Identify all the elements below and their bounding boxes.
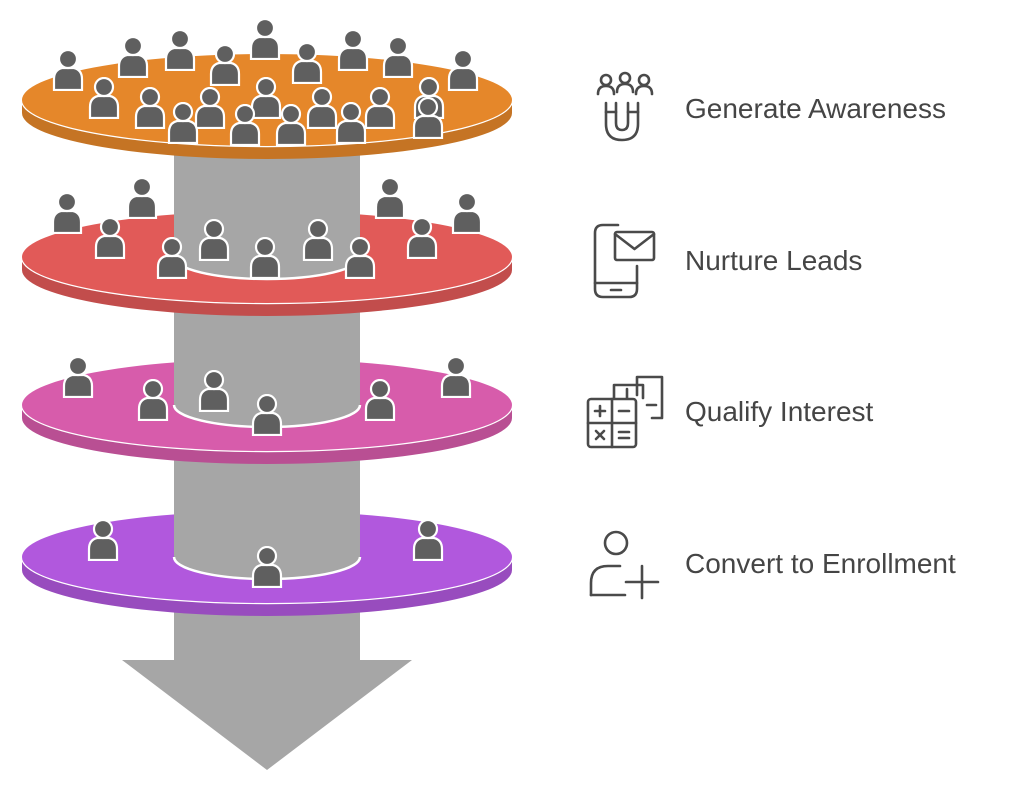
person-icon bbox=[249, 18, 281, 60]
layer-edge bbox=[22, 100, 512, 159]
funnel-layer-convert bbox=[20, 487, 514, 616]
person-icon bbox=[62, 356, 94, 398]
phone-email-icon bbox=[593, 223, 656, 299]
stage-label-awareness: Generate Awareness bbox=[685, 93, 946, 124]
people-magnet-icon bbox=[596, 71, 654, 142]
person-icon bbox=[126, 177, 158, 219]
person-icon bbox=[447, 49, 479, 91]
person-icon bbox=[382, 36, 414, 78]
funnel-arrow bbox=[122, 600, 412, 770]
stage-item-convert: Convert to Enrollment bbox=[589, 530, 956, 600]
stage-item-awareness: Generate Awareness bbox=[596, 71, 946, 142]
stage-item-qualify: Qualify Interest bbox=[586, 375, 874, 449]
funnel-layer-nurture bbox=[20, 177, 514, 316]
stage-item-nurture: Nurture Leads bbox=[593, 223, 862, 299]
person-icon bbox=[291, 42, 323, 84]
stage-label-qualify: Qualify Interest bbox=[685, 396, 874, 427]
person-icon bbox=[440, 356, 472, 398]
layer-edge bbox=[22, 257, 512, 316]
stage-list: Generate Awareness Nurture Leads bbox=[586, 71, 956, 600]
person-icon bbox=[337, 29, 369, 71]
calculator-document-icon bbox=[586, 375, 664, 449]
person-icon bbox=[51, 192, 83, 234]
layer-edge bbox=[22, 557, 512, 616]
person-icon bbox=[451, 192, 483, 234]
person-icon bbox=[209, 44, 241, 86]
pillar-segment bbox=[174, 487, 360, 579]
funnel-layer-awareness bbox=[20, 18, 514, 159]
funnel-layer-qualify bbox=[20, 335, 514, 464]
person-icon bbox=[52, 49, 84, 91]
layer-edge bbox=[22, 405, 512, 464]
stage-label-nurture: Nurture Leads bbox=[685, 245, 862, 276]
add-user-icon bbox=[589, 530, 660, 600]
funnel-layers bbox=[20, 18, 514, 616]
person-icon bbox=[117, 36, 149, 78]
person-icon bbox=[164, 29, 196, 71]
stage-label-convert: Convert to Enrollment bbox=[685, 548, 956, 579]
person-icon bbox=[374, 177, 406, 219]
